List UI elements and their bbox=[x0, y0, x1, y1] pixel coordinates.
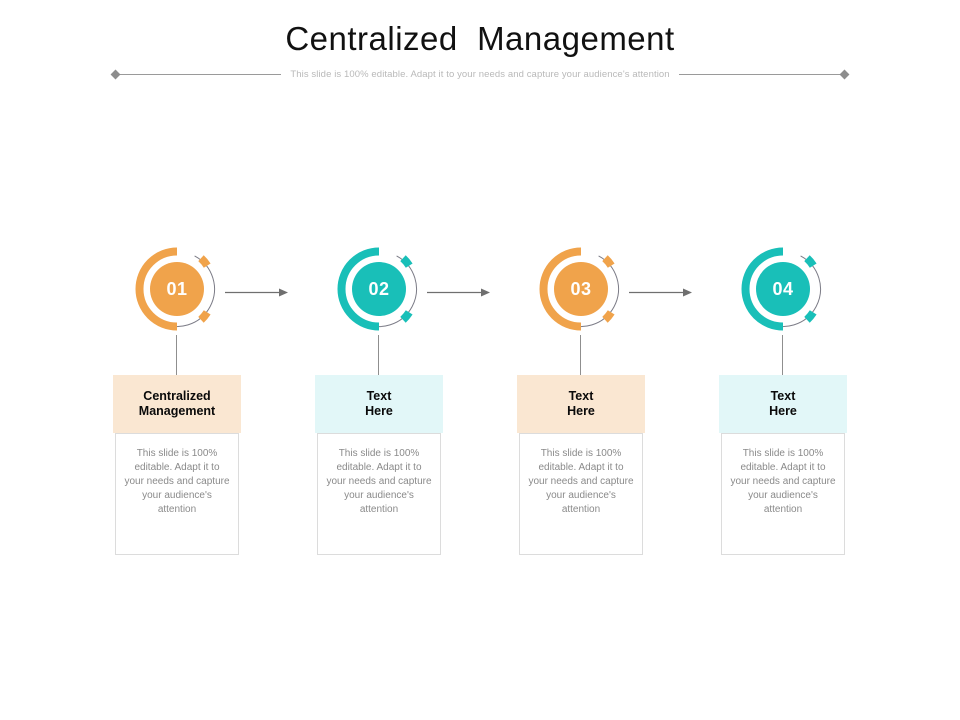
step-circle-3[interactable]: 03 bbox=[535, 243, 627, 335]
steps-container: 01 Centralized Management This slide is … bbox=[113, 243, 847, 563]
circle-rings-icon-3 bbox=[539, 247, 619, 331]
diamond-left-icon bbox=[110, 69, 121, 79]
rule-right bbox=[678, 73, 841, 75]
rule-left bbox=[119, 73, 282, 75]
connector-stem-4 bbox=[782, 335, 783, 378]
circle-rings-icon-2 bbox=[337, 247, 417, 331]
arrow-right-icon-1 bbox=[225, 288, 288, 297]
step-column-2[interactable]: 02 Text Here This slide is 100% editable… bbox=[315, 243, 490, 555]
step-title-card-2[interactable]: Text Here bbox=[315, 375, 443, 433]
step-body-card-3: This slide is 100% editable. Adapt it to… bbox=[519, 433, 643, 555]
step-column-3[interactable]: 03 Text Here This slide is 100% editable… bbox=[517, 243, 692, 555]
arrow-right-icon-2 bbox=[427, 288, 490, 297]
subtitle-divider: This slide is 100% editable. Adapt it to… bbox=[110, 65, 850, 83]
step-title-card-4[interactable]: Text Here bbox=[719, 375, 847, 433]
connector-stem-2 bbox=[378, 335, 379, 378]
step-title-card-1[interactable]: Centralized Management bbox=[113, 375, 241, 433]
step-body-card-4: This slide is 100% editable. Adapt it to… bbox=[721, 433, 845, 555]
step-circle-4[interactable]: 04 bbox=[737, 243, 829, 335]
step-circle-2[interactable]: 02 bbox=[333, 243, 425, 335]
step-column-1[interactable]: 01 Centralized Management This slide is … bbox=[113, 243, 288, 555]
step-badge-wrap-1: 01 bbox=[113, 243, 288, 339]
connector-stem-3 bbox=[580, 335, 581, 378]
step-circle-1[interactable]: 01 bbox=[131, 243, 223, 335]
step-badge-wrap-2: 02 bbox=[315, 243, 490, 339]
step-title-card-3[interactable]: Text Here bbox=[517, 375, 645, 433]
step-body-card-1: This slide is 100% editable. Adapt it to… bbox=[115, 433, 239, 555]
circle-rings-icon-1 bbox=[135, 247, 215, 331]
step-badge-wrap-3: 03 bbox=[517, 243, 692, 339]
page-title: Centralized Management bbox=[285, 20, 675, 57]
circle-rings-icon-4 bbox=[741, 247, 821, 331]
step-badge-wrap-4: 04 bbox=[719, 243, 847, 339]
connector-stem-1 bbox=[176, 335, 177, 378]
arrow-right-icon-3 bbox=[629, 288, 692, 297]
subtitle-text: This slide is 100% editable. Adapt it to… bbox=[290, 68, 670, 80]
step-body-card-2: This slide is 100% editable. Adapt it to… bbox=[317, 433, 441, 555]
diamond-right-icon bbox=[839, 69, 850, 79]
step-column-4[interactable]: 04 Text Here This slide is 100% editable… bbox=[719, 243, 847, 555]
